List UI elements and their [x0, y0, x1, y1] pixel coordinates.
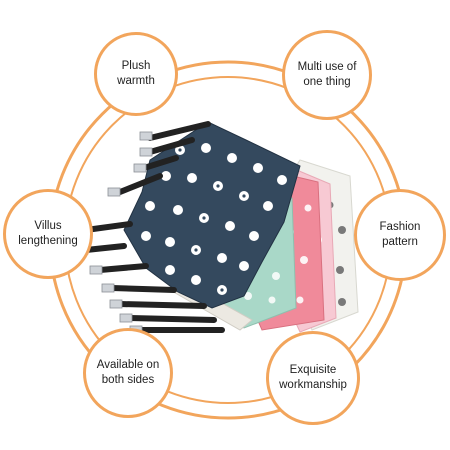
mask-product-image [75, 121, 359, 335]
feature-multi-use: Multi use of one thing [282, 30, 372, 120]
feature-exquisite-workmanship-label: Exquisite workmanship [279, 364, 347, 391]
feature-plush-warmth-label: Plush warmth [117, 60, 155, 87]
feature-villus-lengthening: Villus lengthening [3, 189, 93, 279]
feature-available-both-sides: Available on both sides [83, 328, 173, 418]
feature-fashion-pattern-label: Fashion pattern [379, 221, 421, 248]
feature-multi-use-label: Multi use of one thing [297, 61, 357, 88]
feature-fashion-pattern: Fashion pattern [354, 189, 446, 281]
feature-villus-lengthening-label: Villus lengthening [18, 220, 78, 247]
feature-plush-warmth: Plush warmth [94, 32, 178, 116]
feature-available-both-sides-label: Available on both sides [96, 359, 160, 386]
feature-exquisite-workmanship: Exquisite workmanship [266, 331, 360, 425]
